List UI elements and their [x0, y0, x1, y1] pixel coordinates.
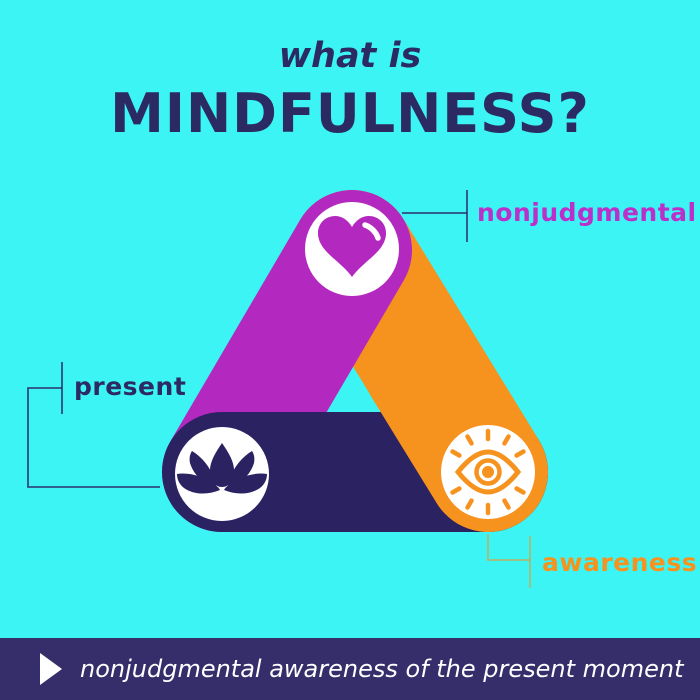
- title-eyebrow: what is: [278, 36, 422, 76]
- eye-rays: [450, 428, 526, 516]
- footer-bar: nonjudgmental awareness of the present m…: [0, 638, 700, 700]
- page-title: MINDFULNESS?: [110, 82, 590, 145]
- label-present: present: [74, 372, 187, 401]
- connector-nonjudgmental: [402, 190, 468, 242]
- play-icon: [40, 653, 62, 685]
- lotus-vertex: [175, 427, 269, 521]
- footer-tagline: nonjudgmental awareness of the present m…: [80, 655, 684, 683]
- connector-awareness: [487, 534, 531, 588]
- heart-icon: [318, 216, 386, 277]
- lotus-icon: [177, 443, 267, 494]
- eye-icon: [450, 428, 526, 516]
- label-nonjudgmental: nonjudgmental: [477, 198, 697, 227]
- eye-vertex: [441, 425, 535, 519]
- connector-present: [27, 362, 160, 488]
- heart-vertex: [305, 202, 399, 296]
- label-awareness: awareness: [542, 548, 698, 577]
